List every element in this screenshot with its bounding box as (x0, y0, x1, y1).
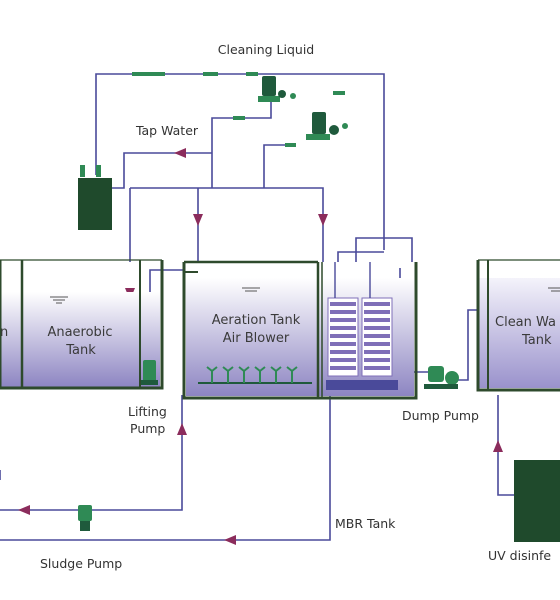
anaerobic-tank-group: on Anaerobic Tank (0, 259, 164, 390)
clean-water-tank-label-1: Clean Wa (495, 315, 556, 330)
pump-gauge (342, 123, 348, 129)
lifting-pump-label-2: Pump (130, 421, 165, 436)
cleaning-liquid-tank (78, 165, 112, 230)
pump-motor (329, 125, 339, 135)
cleaning-liquid-label: Cleaning Liquid (218, 42, 314, 57)
flow-arrow-icon (318, 214, 328, 226)
pump-icon (262, 76, 276, 96)
membrane-sheet (364, 326, 390, 330)
diffuser-icon (254, 366, 266, 383)
membrane-sheet (364, 318, 390, 322)
lifting-pump-label-1: Lifting (128, 404, 167, 419)
aeration-mbr-tank-group: Aeration Tank Air Blower (182, 260, 418, 400)
anaerobic-tank-label-2: Tank (65, 343, 96, 358)
left-tank-partial-label: on (0, 325, 8, 340)
membrane-sheet (330, 334, 356, 338)
pump-motor (445, 371, 459, 385)
tap-water-pipe (96, 152, 212, 189)
membrane-base (326, 380, 398, 390)
diffuser-icon (270, 366, 282, 383)
pump-gauge (290, 93, 296, 99)
flow-arrow-icon (18, 505, 30, 515)
membrane-sheet (364, 302, 390, 306)
membrane-sheet (330, 310, 356, 314)
pump-base (141, 380, 158, 385)
membrane-sheets (330, 302, 390, 370)
water-level-icon (242, 287, 260, 292)
membrane-sheet (330, 342, 356, 346)
membrane-sheet (364, 350, 390, 354)
mbr-tank-label: MBR Tank (335, 516, 396, 531)
uv-disinfection-unit (514, 460, 560, 542)
diffuser-icon (238, 366, 250, 383)
diffuser-icon (222, 366, 234, 383)
pipe-fittings (132, 72, 345, 147)
membrane-sheet (364, 342, 390, 346)
sludge-pump[interactable] (78, 505, 92, 531)
membrane-sheet (330, 366, 356, 370)
sludge-pump-label: Sludge Pump (40, 556, 122, 571)
dump-pump[interactable] (424, 366, 459, 389)
dump-pump-label: Dump Pump (402, 408, 479, 423)
cleaning-pump-2[interactable] (306, 112, 348, 140)
pump-icon (143, 360, 156, 382)
aeration-tank-walls (182, 262, 418, 400)
distribution-header-pipe (130, 187, 324, 262)
anaerobic-tank-water (0, 292, 160, 387)
diffuser-icon (286, 366, 298, 383)
flow-arrows (18, 148, 503, 545)
membrane-sheet (330, 318, 356, 322)
flow-arrow-icon (493, 440, 503, 452)
clean-tank-to-uv-pipe (497, 395, 514, 496)
pump1-outlet-pipe (211, 100, 272, 188)
water-level-icon (50, 296, 68, 304)
mbr-tank-drain-pipe (0, 395, 331, 541)
pump-icon (428, 366, 444, 382)
membrane-sheet (364, 366, 390, 370)
aeration-tank-label-2: Air Blower (223, 331, 290, 346)
water-level-icon (548, 287, 560, 292)
flow-arrow-icon (174, 148, 186, 158)
tap-water-label: Tap Water (135, 123, 199, 138)
tank-valve (80, 165, 85, 177)
uv-disinfection-label: UV disinfe (488, 548, 551, 563)
membrane-sheet (330, 358, 356, 362)
cleaning-liquid-pipe (95, 73, 385, 250)
aeration-tank-label-1: Aeration Tank (212, 313, 301, 328)
pump2-outlet-pipe (263, 144, 290, 188)
anaerobic-tank-label-1: Anaerobic (47, 325, 112, 340)
membrane-sheet (330, 326, 356, 330)
anaerobic-tank-walls (0, 260, 164, 390)
pump-base (258, 96, 280, 102)
membrane-sheet (364, 310, 390, 314)
pump-icon (78, 505, 92, 521)
cleaning-pump-1[interactable] (258, 76, 296, 102)
membrane-sheet (364, 334, 390, 338)
clean-water-tank-walls (476, 260, 560, 392)
flow-arrow-icon (177, 423, 187, 435)
air-diffusers (198, 366, 312, 384)
membrane-sheet (330, 302, 356, 306)
pump-base (80, 521, 90, 531)
mbr-membrane-modules (326, 262, 398, 390)
mbr-riser-pipe (337, 251, 384, 262)
pump-motor (278, 90, 286, 98)
clean-water-tank-label-2: Tank (521, 333, 552, 348)
pump-icon (312, 112, 326, 134)
tank-valve (96, 165, 101, 177)
flow-arrow-icon (193, 214, 203, 226)
mbr-return-pipe (355, 237, 413, 262)
clean-water-tank-group: Clean Wa Tank (476, 259, 560, 392)
clean-water-tank-water (478, 278, 560, 388)
membrane-sheet (330, 350, 356, 354)
lifting-pump[interactable] (141, 360, 158, 385)
diffuser-icon (206, 366, 218, 383)
tank-icon (78, 178, 112, 230)
pump-base (306, 134, 330, 140)
membrane-sheet (364, 358, 390, 362)
flow-arrow-icon (224, 535, 236, 545)
pump-base (424, 384, 458, 389)
